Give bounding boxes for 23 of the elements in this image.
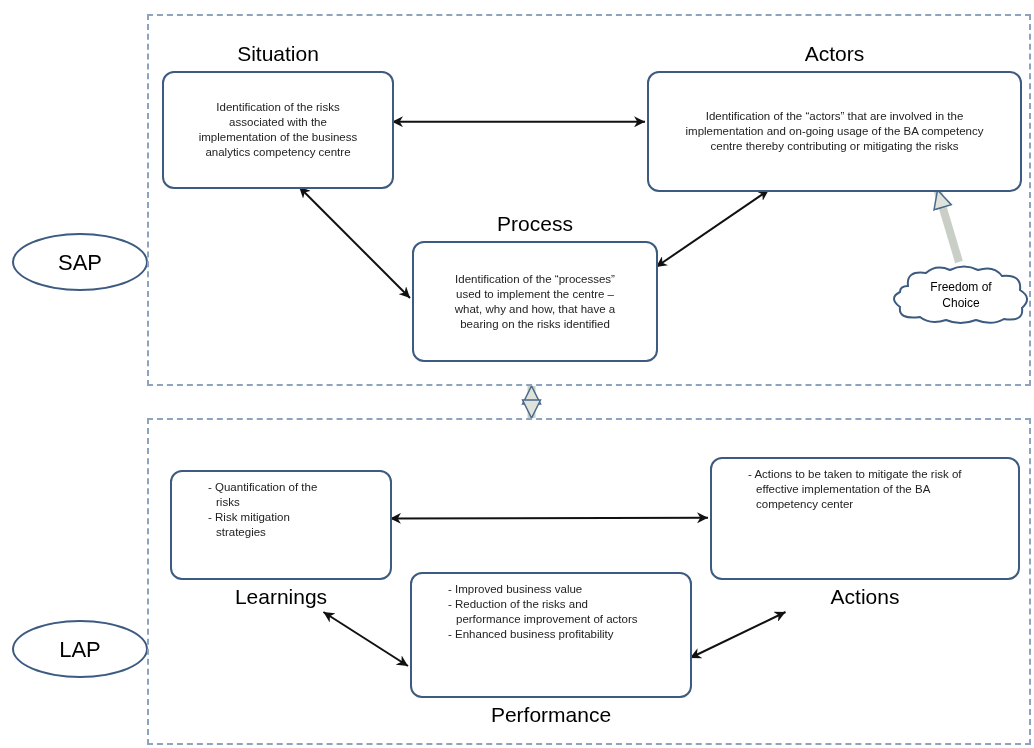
section-heading: Process — [497, 211, 573, 238]
block-arrow — [521, 385, 542, 419]
bullet-item: - Actions to be taken to mitigate the risk of effective implementation of the BA competency center — [748, 467, 963, 512]
section-heading: Situation — [237, 41, 319, 68]
label-ellipse: LAP — [12, 620, 148, 678]
bullet-item: - Improved business value — [448, 582, 583, 597]
bullet-item: - Risk mitigation strategies — [208, 510, 291, 540]
section-heading: Performance — [490, 702, 612, 729]
double-arrow — [322, 611, 409, 667]
description-text: Identification of the “actors” that are involved in the implementation and on-going usage of the BA competency centre thereby contributing or mitigating the risks — [684, 109, 985, 154]
cloud-label: Freedom of Choice — [929, 279, 993, 311]
bullet-item: - Reduction of the risks and performance improvement of actors — [448, 597, 638, 627]
section-heading: Actions — [830, 584, 900, 611]
description-text: Identification of the “processes” used to implement the centre – what, why and how, that have a bearing on the risks identified — [453, 271, 617, 332]
dashed-panel — [147, 418, 1031, 745]
bullet-item: - Quantification of the risks — [208, 480, 319, 510]
section-heading: Learnings — [234, 584, 328, 611]
description-text: Identification of the risks associated with the implementation of the business analytics competency centre — [197, 100, 359, 160]
bullet-item: - Enhanced business profitability — [448, 627, 614, 642]
dashed-panel — [147, 14, 1031, 386]
double-arrow — [298, 186, 411, 299]
section-heading: Actors — [804, 41, 865, 68]
label-ellipse: SAP — [12, 233, 148, 291]
